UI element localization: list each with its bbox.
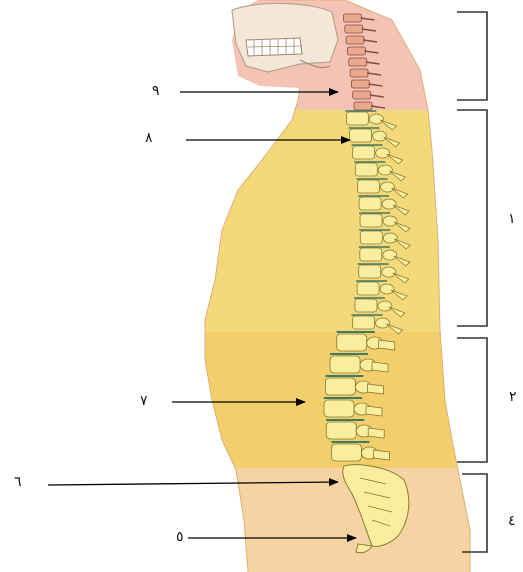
- thoracic-vertebra: [360, 214, 382, 227]
- thoracic-vertebra: [357, 180, 379, 193]
- label-5: ٥: [176, 530, 184, 544]
- cervical-vertebra: [351, 80, 369, 88]
- label-8: ٨: [145, 131, 153, 145]
- thoracic-transverse-process: [382, 199, 396, 209]
- cervical-vertebra: [345, 25, 363, 33]
- thoracic-vertebra: [353, 316, 375, 329]
- lumbar-spinous-process: [379, 340, 395, 350]
- thoracic-transverse-process: [383, 233, 397, 243]
- lumbar-vertebra: [324, 400, 354, 417]
- thoracic-vertebra: [355, 163, 377, 176]
- thoracic-transverse-process: [376, 148, 390, 158]
- lumbar-vertebra: [330, 356, 360, 373]
- label-region-4: ٤: [508, 514, 516, 528]
- thoracic-vertebra: [359, 197, 381, 210]
- thoracic-transverse-process: [378, 301, 392, 311]
- cervical-vertebra: [343, 14, 361, 22]
- thoracic-vertebra: [359, 265, 381, 278]
- thoracic-vertebra: [353, 146, 375, 159]
- thoracic-vertebra: [346, 112, 368, 125]
- lumbar-vertebra: [325, 378, 355, 395]
- thoracic-vertebra: [360, 248, 382, 261]
- thoracic-transverse-process: [383, 216, 397, 226]
- label-9: ٩: [152, 84, 160, 98]
- cervical-vertebra: [354, 102, 372, 110]
- lumbar-spinous-process: [368, 428, 384, 438]
- bracket-cervical: [457, 12, 487, 100]
- sacral-region: [0, 468, 523, 572]
- thoracic-transverse-process: [383, 250, 397, 260]
- cervical-vertebra: [346, 36, 364, 44]
- label-region-2: ٢: [509, 390, 517, 404]
- thoracic-transverse-process: [380, 284, 394, 294]
- lumbar-vertebra: [337, 334, 367, 351]
- cervical-vertebra: [349, 58, 367, 66]
- skull: [232, 3, 338, 72]
- thoracic-vertebra: [357, 282, 379, 295]
- lumbar-spinous-process: [373, 450, 389, 460]
- thoracic-transverse-process: [376, 318, 390, 328]
- lumbar-vertebra: [331, 444, 361, 461]
- thoracic-transverse-process: [382, 267, 396, 277]
- bracket-lumbar: [457, 338, 487, 462]
- cervical-vertebra: [350, 69, 368, 77]
- cervical-vertebra: [353, 91, 371, 99]
- thoracic-transverse-process: [380, 182, 394, 192]
- bracket-thoracic: [457, 110, 487, 326]
- lumbar-spinous-process: [372, 362, 388, 372]
- thoracic-vertebra: [360, 231, 382, 244]
- thoracic-region: [0, 110, 523, 332]
- lumbar-spinous-process: [367, 384, 383, 394]
- thoracic-vertebra: [350, 129, 372, 142]
- lumbar-vertebra: [326, 422, 356, 439]
- label-7: ٧: [140, 394, 148, 408]
- thoracic-transverse-process: [378, 165, 392, 175]
- label-region-1: ١: [508, 212, 516, 226]
- thoracic-vertebra: [355, 299, 377, 312]
- region-brackets: [457, 12, 487, 552]
- lumbar-spinous-process: [366, 406, 382, 416]
- label-6: ٦: [14, 475, 22, 489]
- thoracic-transverse-process: [373, 131, 387, 141]
- thoracic-transverse-process: [369, 114, 383, 124]
- cervical-vertebra: [347, 47, 365, 55]
